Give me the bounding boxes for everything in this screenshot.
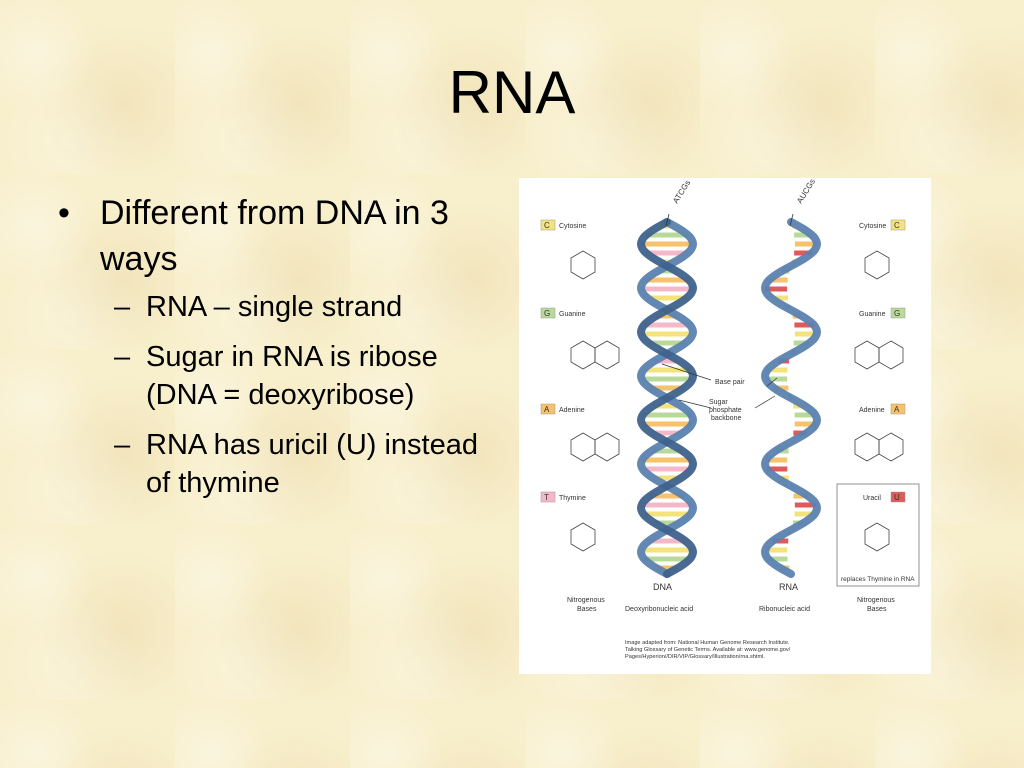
base-color-box bbox=[890, 219, 906, 231]
dna-full-name: Deoxyribonucleic acid bbox=[625, 606, 693, 613]
uracil-right-ring bbox=[864, 522, 890, 552]
base-name: Adenine bbox=[559, 407, 585, 414]
base-pair-leader-rna bbox=[766, 377, 778, 387]
sugar-phosphate-backbone bbox=[760, 218, 822, 578]
thymine-left-ring bbox=[570, 522, 596, 552]
base-left-adenine: A Adenine bbox=[540, 403, 585, 415]
rna-tag: AUCGs bbox=[795, 178, 817, 205]
nitro-right-1: Nitrogenous bbox=[857, 597, 895, 604]
cytosine-right-ring bbox=[864, 250, 890, 280]
base-letter: C bbox=[544, 221, 550, 230]
nitro-left-2: Bases bbox=[577, 606, 597, 613]
base-color-box bbox=[540, 491, 556, 503]
base-color-box bbox=[890, 307, 906, 319]
backbone-leader bbox=[678, 399, 712, 409]
adenine-left-ring-b bbox=[594, 432, 620, 462]
base-name: Cytosine bbox=[559, 223, 586, 230]
credit-line-3: Pages/Hyperion//DIR/VIP/Glossary/Illustr… bbox=[625, 654, 765, 660]
dna-double-helix bbox=[636, 218, 698, 578]
bullet-text: Different from DNA in 3 ways bbox=[100, 194, 449, 278]
adenine-right-ring-a bbox=[854, 432, 880, 462]
base-color-box bbox=[540, 403, 556, 415]
credit-line-1: Image adapted from: National Human Genom… bbox=[625, 640, 790, 646]
figure-canvas: ATCGs AUCGs C Cytosine G Guanine A Adeni… bbox=[540, 178, 920, 660]
bullet-list: • Different from DNA in 3 ways – RNA – s… bbox=[58, 190, 508, 514]
bullet-mark: • bbox=[58, 194, 70, 232]
adenine-right-ring-b bbox=[878, 432, 904, 462]
cytosine-left-ring bbox=[570, 250, 596, 280]
sub-bullet-mark: – bbox=[114, 429, 131, 461]
base-name: Cytosine bbox=[859, 223, 886, 230]
rna-label: RNA bbox=[779, 582, 798, 592]
guanine-left-ring-b bbox=[594, 340, 620, 370]
dna-label: DNA bbox=[653, 582, 672, 592]
nitro-left-1: Nitrogenous bbox=[567, 597, 605, 604]
dna-tag: ATCGs bbox=[671, 179, 692, 206]
base-letter: C bbox=[894, 221, 900, 230]
base-color-box bbox=[540, 219, 556, 231]
base-right-guanine: Guanine G bbox=[859, 307, 906, 319]
base-color-box bbox=[890, 491, 906, 503]
base-letter: A bbox=[544, 405, 550, 414]
guanine-right-ring-a bbox=[854, 340, 880, 370]
sub-bullet-text: RNA has uricil (U) instead of thymine bbox=[146, 429, 478, 499]
rna-tag-arrow bbox=[789, 213, 794, 227]
slide-title: RNA bbox=[448, 59, 576, 126]
base-name: Thymine bbox=[559, 495, 586, 502]
uracil-box: Uracil U replaces Thymine in RNA bbox=[836, 483, 920, 587]
base-letter: G bbox=[544, 309, 550, 318]
rna-single-helix bbox=[760, 218, 822, 578]
base-name: Adenine bbox=[859, 407, 885, 414]
replaces-note: replaces Thymine in RNA bbox=[841, 576, 915, 583]
base-color-box bbox=[540, 307, 556, 319]
base-pair-leader bbox=[661, 363, 712, 381]
base-name: Guanine bbox=[859, 311, 886, 318]
base-left-cytosine: C Cytosine bbox=[540, 219, 586, 231]
uracil-frame bbox=[836, 483, 920, 587]
sub-bullet-item: – RNA has uricil (U) instead of thymine bbox=[58, 426, 508, 502]
label-backbone: backbone bbox=[711, 415, 741, 422]
base-letter: U bbox=[894, 493, 900, 502]
backbone-leader-rna bbox=[754, 395, 776, 409]
nitro-right-2: Bases bbox=[867, 606, 887, 613]
bullet-item: • Different from DNA in 3 ways bbox=[58, 190, 508, 282]
sub-bullet-mark: – bbox=[114, 341, 131, 373]
sugar-phosphate-backbone bbox=[636, 218, 698, 578]
base-name: Guanine bbox=[559, 311, 586, 318]
base-letter: G bbox=[894, 309, 900, 318]
guanine-right-ring-b bbox=[878, 340, 904, 370]
base-letter: T bbox=[544, 493, 549, 502]
dna-rna-figure: ATCGs AUCGs C Cytosine G Guanine A Adeni… bbox=[519, 178, 931, 674]
rna-full-name: Ribonucleic acid bbox=[759, 606, 810, 613]
adenine-left-ring-a bbox=[570, 432, 596, 462]
label-sugar: Sugar bbox=[709, 399, 728, 406]
base-right-adenine: Adenine A bbox=[859, 403, 906, 415]
sub-bullet-text: RNA – single strand bbox=[146, 291, 403, 323]
sub-bullet-item: – RNA – single strand bbox=[58, 288, 508, 326]
label-phosphate: phosphate bbox=[709, 407, 742, 414]
sub-bullet-mark: – bbox=[114, 291, 131, 323]
label-base-pair: Base pair bbox=[715, 379, 745, 386]
guanine-left-ring-a bbox=[570, 340, 596, 370]
sub-bullet-item: – Sugar in RNA is ribose (DNA = deoxyrib… bbox=[58, 338, 508, 414]
base-right-cytosine: Cytosine C bbox=[859, 219, 906, 231]
base-left-guanine: G Guanine bbox=[540, 307, 586, 319]
base-letter: A bbox=[894, 405, 900, 414]
sub-bullet-text: Sugar in RNA is ribose (DNA = deoxyribos… bbox=[146, 341, 438, 411]
base-left-thymine: T Thymine bbox=[540, 491, 586, 503]
sub-bullet-list: – RNA – single strand – Sugar in RNA is … bbox=[58, 288, 508, 502]
base-name: Uracil bbox=[863, 495, 881, 502]
credit-line-2: Talking Glossary of Genetic Terms. Avail… bbox=[625, 647, 791, 653]
base-color-box bbox=[890, 403, 906, 415]
molecule-structures bbox=[570, 250, 904, 552]
dna-tag-arrow bbox=[665, 213, 670, 227]
